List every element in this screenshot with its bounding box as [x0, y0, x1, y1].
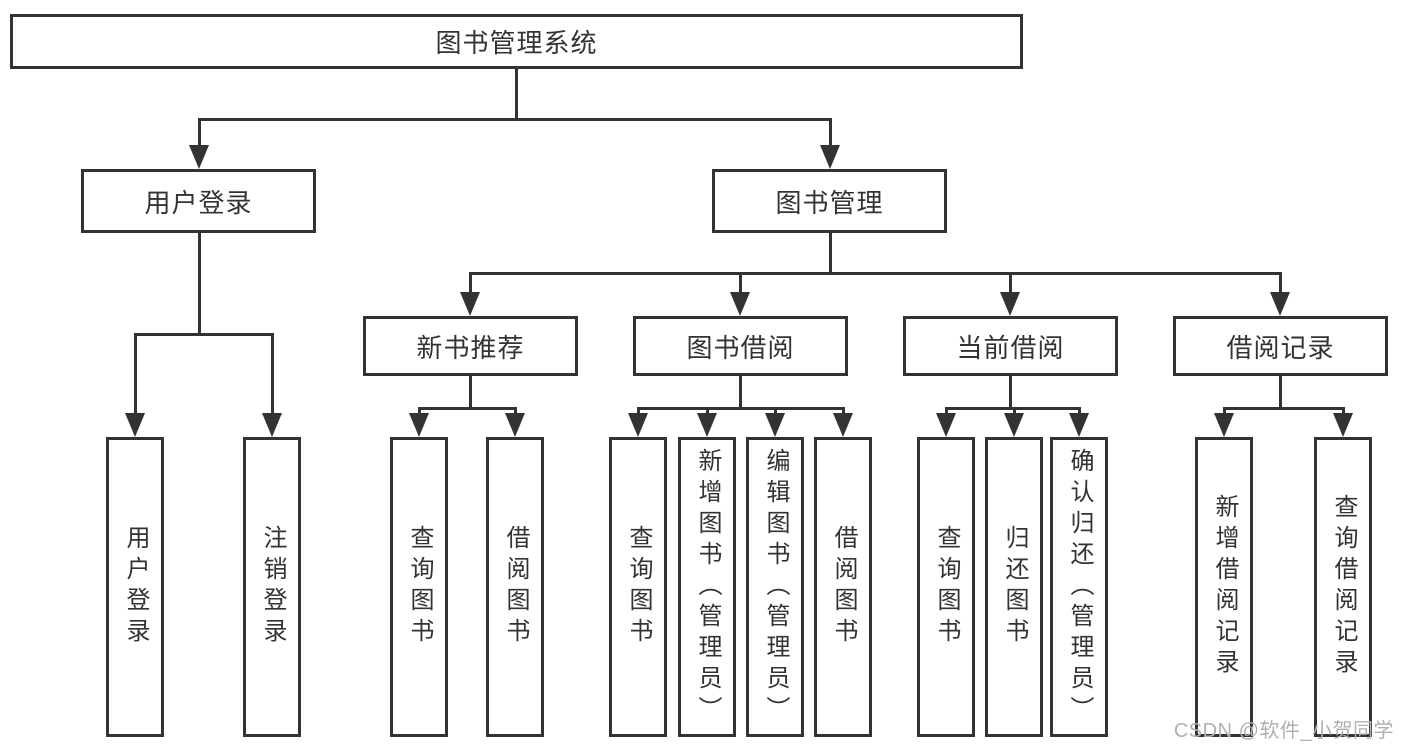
- node-user-login: 用户登录: [81, 169, 316, 233]
- arrow-down-icon: [628, 413, 648, 437]
- leaf-edit-books-admin: 编辑图书（管理员）: [746, 437, 804, 737]
- leaf-return-books-label: 归还图书: [1001, 525, 1028, 649]
- connector-shaft: [1077, 407, 1081, 415]
- leaf-add-borrow-record-label: 新增借阅记录: [1211, 494, 1238, 680]
- arrow-down-icon: [125, 413, 145, 437]
- connector-shaft: [636, 407, 640, 415]
- connector-shaft: [773, 407, 777, 415]
- leaf-add-books-admin: 新增图书（管理员）: [678, 437, 736, 737]
- leaf-confirm-return-admin-label: 确认归还（管理员）: [1066, 447, 1093, 727]
- leaf-edit-books-admin-label: 编辑图书（管理员）: [762, 447, 789, 727]
- arrow-down-icon: [1333, 413, 1353, 437]
- csdn-watermark: CSDN @软件_小贺同学: [1173, 720, 1394, 742]
- arrow-down-icon: [697, 413, 717, 437]
- leaf-add-books-admin-label: 新增图书（管理员）: [694, 447, 721, 727]
- leaf-confirm-return-admin: 确认归还（管理员）: [1050, 437, 1108, 737]
- node-new-book-recommend-label: 新书推荐: [416, 332, 525, 363]
- connector-shaft: [1008, 272, 1012, 294]
- leaf-logout-label: 注销登录: [259, 525, 286, 649]
- node-borrow-records: 借阅记录: [1173, 316, 1388, 376]
- leaf-borrow-books-2: 借阅图书: [814, 437, 872, 737]
- connector-shaft: [270, 333, 274, 415]
- leaf-borrow-books-1-label: 借阅图书: [502, 525, 529, 649]
- arrow-down-icon: [1004, 413, 1024, 437]
- node-new-book-recommend: 新书推荐: [363, 316, 578, 376]
- arrow-down-icon: [1270, 292, 1290, 316]
- leaf-query-books-1: 查询图书: [390, 437, 448, 737]
- connector-trunk: [468, 376, 472, 409]
- connector-rail: [636, 407, 845, 410]
- connector-book-management-trunk: [828, 233, 832, 274]
- arrow-down-icon: [505, 413, 525, 437]
- leaf-user-login: 用户登录: [106, 437, 164, 737]
- leaf-query-books-2-label: 查询图书: [625, 525, 652, 649]
- connector-shaft: [513, 407, 517, 415]
- connector-shaft: [1341, 407, 1345, 415]
- connector-shaft: [197, 118, 201, 148]
- leaf-borrow-books-2-label: 借阅图书: [830, 525, 857, 649]
- connector-user-login-trunk: [197, 233, 201, 335]
- leaf-query-books-3: 查询图书: [917, 437, 975, 737]
- leaf-query-borrow-record: 查询借阅记录: [1314, 437, 1372, 737]
- connector-level3-rail: [468, 272, 1282, 275]
- connector-shaft: [1222, 407, 1226, 415]
- node-borrow-records-label: 借阅记录: [1226, 332, 1335, 363]
- arrow-down-icon: [765, 413, 785, 437]
- node-book-management-label: 图书管理: [775, 187, 884, 218]
- leaf-user-login-label: 用户登录: [122, 525, 149, 649]
- connector-level2-rail: [197, 118, 832, 121]
- node-current-borrow-label: 当前借阅: [956, 332, 1065, 363]
- arrow-down-icon: [189, 145, 209, 169]
- leaf-query-books-2: 查询图书: [609, 437, 667, 737]
- connector-shaft: [417, 407, 421, 415]
- connector-rail: [1222, 407, 1345, 410]
- connector-shaft: [1278, 272, 1282, 294]
- leaf-query-books-1-label: 查询图书: [406, 525, 433, 649]
- node-book-management: 图书管理: [712, 169, 947, 233]
- connector-trunk: [738, 376, 742, 409]
- arrow-down-icon: [820, 145, 840, 169]
- arrow-down-icon: [936, 413, 956, 437]
- arrow-down-icon: [833, 413, 853, 437]
- arrow-down-icon: [460, 292, 480, 316]
- connector-rail: [417, 407, 517, 410]
- arrow-down-icon: [730, 292, 750, 316]
- connector-shaft: [828, 118, 832, 148]
- node-book-borrow-label: 图书借阅: [686, 332, 795, 363]
- leaf-query-borrow-record-label: 查询借阅记录: [1330, 494, 1357, 680]
- arrow-down-icon: [262, 413, 282, 437]
- connector-shaft: [738, 272, 742, 294]
- connector-shaft: [468, 272, 472, 294]
- arrow-down-icon: [1069, 413, 1089, 437]
- connector-shaft: [944, 407, 948, 415]
- node-book-borrow: 图书借阅: [633, 316, 848, 376]
- leaf-borrow-books-1: 借阅图书: [486, 437, 544, 737]
- connector-trunk: [1008, 376, 1012, 409]
- node-current-borrow: 当前借阅: [903, 316, 1118, 376]
- connector-shaft: [133, 333, 137, 415]
- connector-shaft: [705, 407, 709, 415]
- arrow-down-icon: [409, 413, 429, 437]
- connector-root-trunk: [514, 69, 518, 120]
- arrow-down-icon: [1000, 292, 1020, 316]
- node-user-login-label: 用户登录: [144, 187, 253, 218]
- leaf-logout: 注销登录: [243, 437, 301, 737]
- root-node-library-management-system: 图书管理系统: [10, 14, 1023, 69]
- connector-shaft: [841, 407, 845, 415]
- leaf-return-books: 归还图书: [985, 437, 1043, 737]
- connector-user-login-rail: [133, 333, 273, 336]
- leaf-add-borrow-record: 新增借阅记录: [1195, 437, 1253, 737]
- root-node-label: 图书管理系统: [435, 28, 598, 58]
- leaf-query-books-3-label: 查询图书: [933, 525, 960, 649]
- connector-trunk: [1278, 376, 1282, 409]
- arrow-down-icon: [1214, 413, 1234, 437]
- connector-shaft: [1012, 407, 1016, 415]
